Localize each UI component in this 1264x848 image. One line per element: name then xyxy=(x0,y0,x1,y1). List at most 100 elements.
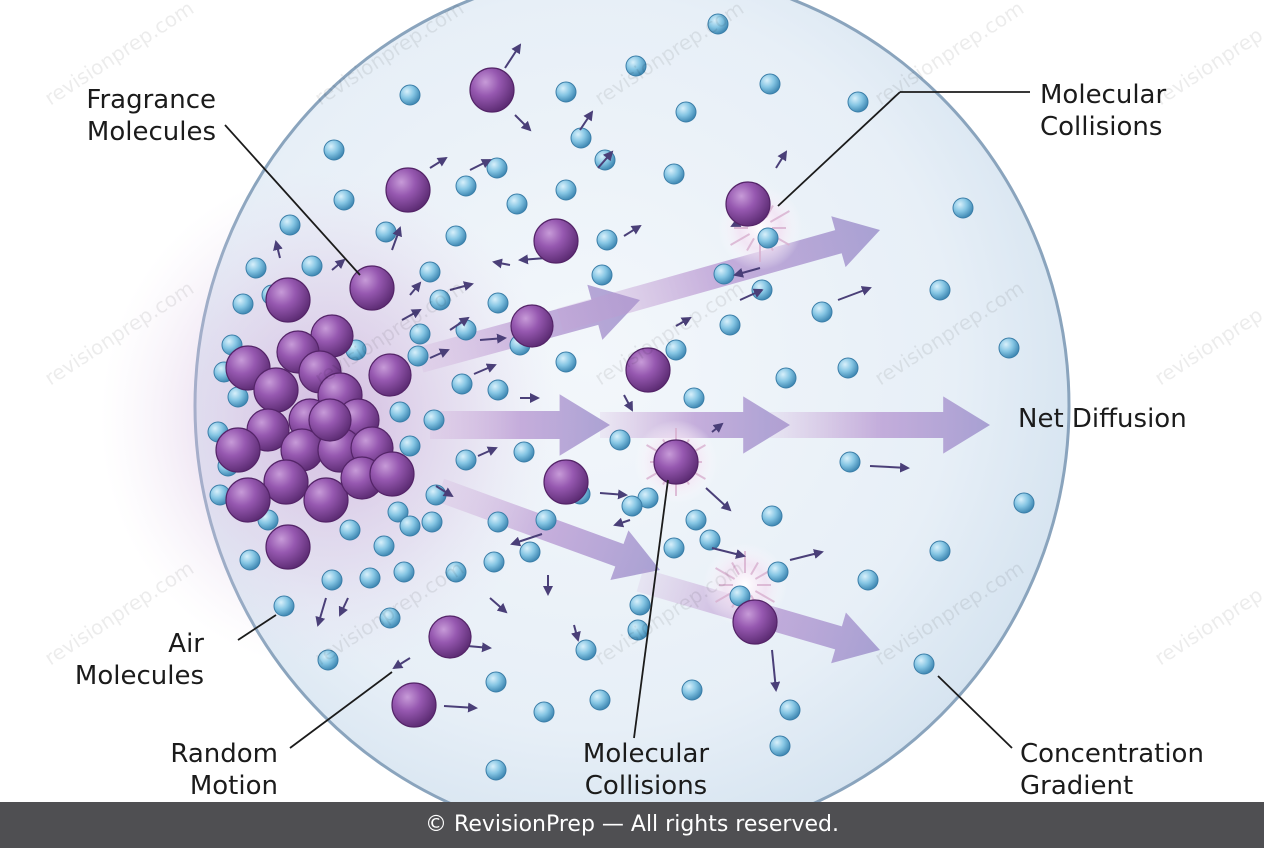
air-molecule-icon xyxy=(513,441,535,463)
air-molecule-icon xyxy=(998,337,1020,359)
motion-arrow-icon xyxy=(273,240,283,259)
air-molecule-icon xyxy=(707,13,729,35)
label-line: Molecular xyxy=(1040,80,1167,110)
air-molecule-icon xyxy=(339,519,361,541)
random-motion-leader-line xyxy=(289,671,393,749)
label-line: Random xyxy=(170,739,278,769)
air-molecule-icon xyxy=(847,91,869,113)
air-molecule-icon xyxy=(675,101,697,123)
fragrance-molecule-icon xyxy=(469,67,515,113)
air-molecule-icon xyxy=(393,561,415,583)
motion-arrow-icon xyxy=(401,309,422,321)
air-leader-line xyxy=(237,614,277,641)
motion-arrow-icon xyxy=(429,156,448,169)
air-molecule-icon xyxy=(719,314,741,336)
air-molecule-icon xyxy=(681,679,703,701)
air-molecule-icon xyxy=(609,429,631,451)
air-molecule-icon xyxy=(485,759,507,781)
air-molecule-icon xyxy=(273,595,295,617)
fragrance-molecule-icon xyxy=(385,167,431,213)
motion-arrow-icon xyxy=(733,267,761,278)
motion-arrow-icon xyxy=(479,333,507,344)
air-molecule-icon xyxy=(857,569,879,591)
air-molecule-icon xyxy=(589,689,611,711)
label-line: Molecules xyxy=(86,117,216,147)
air-molecule-icon xyxy=(683,387,705,409)
air-molecule-icon xyxy=(317,649,339,671)
air-molecule-icon xyxy=(409,323,431,345)
air-molecule-icon xyxy=(389,401,411,423)
label-line: Fragrance xyxy=(86,85,216,115)
fragrance-molecule-icon xyxy=(543,459,589,505)
fragrance-molecule-icon xyxy=(533,218,579,264)
air-molecule-icon xyxy=(779,699,801,721)
label-line: Net Diffusion xyxy=(1018,404,1187,434)
fragrance-molecule-icon xyxy=(303,477,349,523)
random-motion-label: Random Motion xyxy=(120,738,278,802)
air-molecule-icon xyxy=(629,594,651,616)
air-molecule-icon xyxy=(929,540,951,562)
molecular-collisions-top-label: Molecular Collisions xyxy=(1040,79,1166,143)
collisions-top-leader-line xyxy=(777,91,901,207)
air-molecule-icon xyxy=(775,367,797,389)
motion-arrow-icon xyxy=(435,485,454,498)
motion-arrow-icon xyxy=(597,150,614,169)
net-diffusion-label: Net Diffusion xyxy=(1018,403,1187,435)
motion-arrow-icon xyxy=(789,549,824,561)
air-molecules-label: Air Molecules xyxy=(40,628,204,692)
motion-arrow-icon xyxy=(443,702,478,713)
air-molecule-icon xyxy=(767,561,789,583)
air-molecule-icon xyxy=(485,671,507,693)
air-molecule-icon xyxy=(555,81,577,103)
air-molecule-icon xyxy=(425,484,447,506)
motion-arrow-icon xyxy=(711,547,746,559)
air-molecule-icon xyxy=(555,351,577,373)
copyright-footer: © RevisionPrep — All rights reserved. xyxy=(0,802,1264,848)
air-molecule-icon xyxy=(232,293,254,315)
air-molecule-icon xyxy=(455,449,477,471)
label-line: Molecules xyxy=(74,661,204,691)
motion-arrow-icon xyxy=(504,43,522,69)
air-molecule-icon xyxy=(811,301,833,323)
motion-arrow-icon xyxy=(510,533,543,547)
air-molecule-icon xyxy=(375,221,397,243)
concentration-gradient-label: Concentration Gradient xyxy=(1020,738,1204,802)
air-molecule-icon xyxy=(519,541,541,563)
motion-arrow-icon xyxy=(391,226,402,251)
air-molecule-icon xyxy=(445,225,467,247)
fragrance-molecule-icon xyxy=(265,277,311,323)
collisions-bottom-leader-line xyxy=(633,479,669,739)
air-molecule-icon xyxy=(323,139,345,161)
air-molecule-icon xyxy=(535,509,557,531)
air-molecule-icon xyxy=(769,735,791,757)
air-molecule-icon xyxy=(487,511,509,533)
motion-arrow-icon xyxy=(623,394,633,412)
fragrance-molecule-icon xyxy=(265,524,311,570)
fragrance-leader-line xyxy=(224,124,361,276)
fragrance-molecule-icon xyxy=(625,347,671,393)
air-molecule-icon xyxy=(1013,492,1035,514)
motion-arrow-icon xyxy=(449,316,470,331)
diffusion-arrow-icon xyxy=(770,396,990,454)
molecular-collisions-bottom-label: Molecular Collisions xyxy=(566,738,726,802)
motion-arrow-icon xyxy=(429,348,450,359)
air-molecule-icon xyxy=(663,163,685,185)
motion-arrow-icon xyxy=(775,150,788,169)
motion-arrow-icon xyxy=(579,110,594,131)
air-molecule-icon xyxy=(487,292,509,314)
air-molecule-icon xyxy=(387,501,409,523)
air-molecule-icon xyxy=(761,505,783,527)
air-molecule-icon xyxy=(487,379,509,401)
air-molecule-icon xyxy=(506,193,528,215)
motion-arrow-icon xyxy=(469,159,492,171)
air-molecule-icon xyxy=(929,279,951,301)
air-molecule-icon xyxy=(663,537,685,559)
motion-arrow-icon xyxy=(331,258,346,271)
diffusion-arrow-icon xyxy=(430,394,610,456)
air-molecule-icon xyxy=(591,264,613,286)
fragrance-molecule-icon xyxy=(225,477,271,523)
label-line: Gradient xyxy=(1020,771,1134,801)
fragrance-molecules-label: Fragrance Molecules xyxy=(50,84,216,148)
air-molecule-icon xyxy=(245,257,267,279)
